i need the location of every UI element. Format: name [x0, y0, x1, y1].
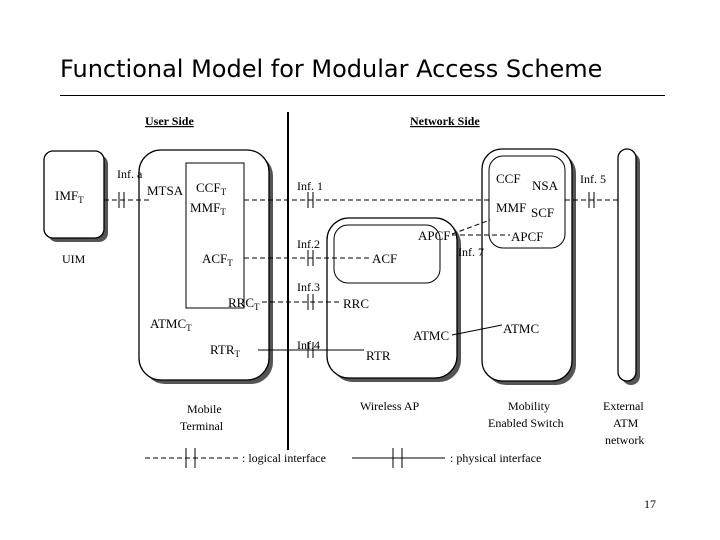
svg-text:ACFT: ACFT: [202, 251, 233, 268]
switch-inner-box: [488, 155, 566, 249]
inf-1-label: Inf. 1: [297, 179, 323, 193]
inf-3-connector: Inf.3: [262, 280, 340, 310]
inf-a-label: Inf. a: [117, 167, 143, 181]
imf-label: IMF: [55, 188, 78, 203]
rtrt-label: RTR: [210, 342, 235, 357]
acft-label: ACF: [202, 251, 227, 266]
ap-acf-label: ACF: [372, 251, 397, 266]
switch-block: CCF NSA MMF SCF APCF ATMC: [481, 148, 576, 385]
svg-text:IMFT: IMFT: [55, 188, 84, 205]
rrct-subscript: T: [254, 302, 260, 312]
legend-logical-label: : logical interface: [242, 451, 326, 465]
legend-logical: : logical interface: [145, 448, 326, 468]
inf-2-connector: Inf.2: [244, 237, 370, 266]
switch-nsa-label: NSA: [532, 178, 559, 193]
title-divider: [60, 95, 665, 96]
inf-2-label: Inf.2: [297, 237, 320, 251]
ap-atmc-label: ATMC: [413, 328, 449, 343]
terminal-inner-box: [185, 162, 245, 309]
uim-label: UIM: [62, 252, 86, 266]
network-side-header: Network Side: [410, 114, 480, 128]
inf-3-label: Inf.3: [297, 280, 320, 294]
switch-label-line1: Mobility: [508, 399, 550, 413]
acft-subscript: T: [227, 258, 233, 268]
svg-text:RTRT: RTRT: [210, 342, 241, 359]
inf-a-connector: Inf. a: [104, 167, 150, 208]
rrct-label: RRC: [228, 295, 254, 310]
ap-apcf-label: APCF: [418, 228, 451, 243]
svg-text:CCFT: CCFT: [196, 180, 227, 197]
uim-block: IMFT: [43, 150, 108, 242]
inf-5-connector: Inf. 5: [565, 172, 620, 208]
mobile-label-line1: Mobile: [187, 402, 222, 416]
switch-scf-label: SCF: [531, 205, 554, 220]
mmft-subscript: T: [220, 207, 226, 217]
wireless-ap-block: APCF ACF RRC ATMC RTR: [326, 217, 461, 382]
svg-text:RRCT: RRCT: [228, 295, 260, 312]
switch-apcf-label: APCF: [511, 229, 544, 244]
legend-physical: : physical interface: [352, 448, 541, 468]
inf-4-label: Inf.4: [297, 338, 320, 352]
user-side-header: User Side: [145, 114, 194, 128]
atmct-subscript: T: [186, 323, 192, 333]
external-line3: network: [605, 433, 644, 447]
switch-label-line2: Enabled Switch: [488, 416, 564, 430]
legend-physical-label: : physical interface: [450, 451, 541, 465]
switch-ccf-label: CCF: [496, 171, 521, 186]
atmct-label: ATMC: [150, 316, 186, 331]
mobile-label-line2: Terminal: [180, 419, 224, 433]
atmc-link: [451, 324, 503, 336]
svg-text:MMFT: MMFT: [190, 200, 226, 217]
inf-7-connector: Inf. 7: [451, 219, 510, 259]
inf-1-connector: Inf. 1: [244, 179, 492, 208]
ap-inner-box: [333, 224, 441, 284]
ap-rrc-label: RRC: [343, 296, 369, 311]
ap-rtr-label: RTR: [366, 348, 391, 363]
switch-mmf-label: MMF: [496, 200, 526, 215]
inf-5-label: Inf. 5: [580, 172, 606, 186]
slide-title: Functional Model for Modular Access Sche…: [60, 55, 603, 83]
imf-subscript: T: [78, 195, 84, 205]
switch-atmc-label: ATMC: [503, 321, 539, 336]
external-network-block: [617, 148, 640, 385]
cct-subscript: T: [221, 187, 227, 197]
mmft-label: MMF: [190, 200, 220, 215]
mobile-terminal-block: MTSA CCFT MMFT ACFT RRCT ATMCT RTRT: [138, 149, 273, 384]
svg-text:ATMCT: ATMCT: [150, 316, 192, 333]
mtsa-label: MTSA: [147, 183, 184, 198]
inf-7-label: Inf. 7: [458, 245, 484, 259]
page-number: 17: [644, 497, 656, 511]
external-line2: ATM: [613, 416, 639, 430]
wireless-ap-label: Wireless AP: [360, 399, 420, 413]
cct-label: CCF: [196, 180, 221, 195]
inf-4-connector: Inf.4: [258, 338, 364, 358]
rtrt-subscript: T: [235, 349, 241, 359]
external-line1: External: [603, 399, 644, 413]
